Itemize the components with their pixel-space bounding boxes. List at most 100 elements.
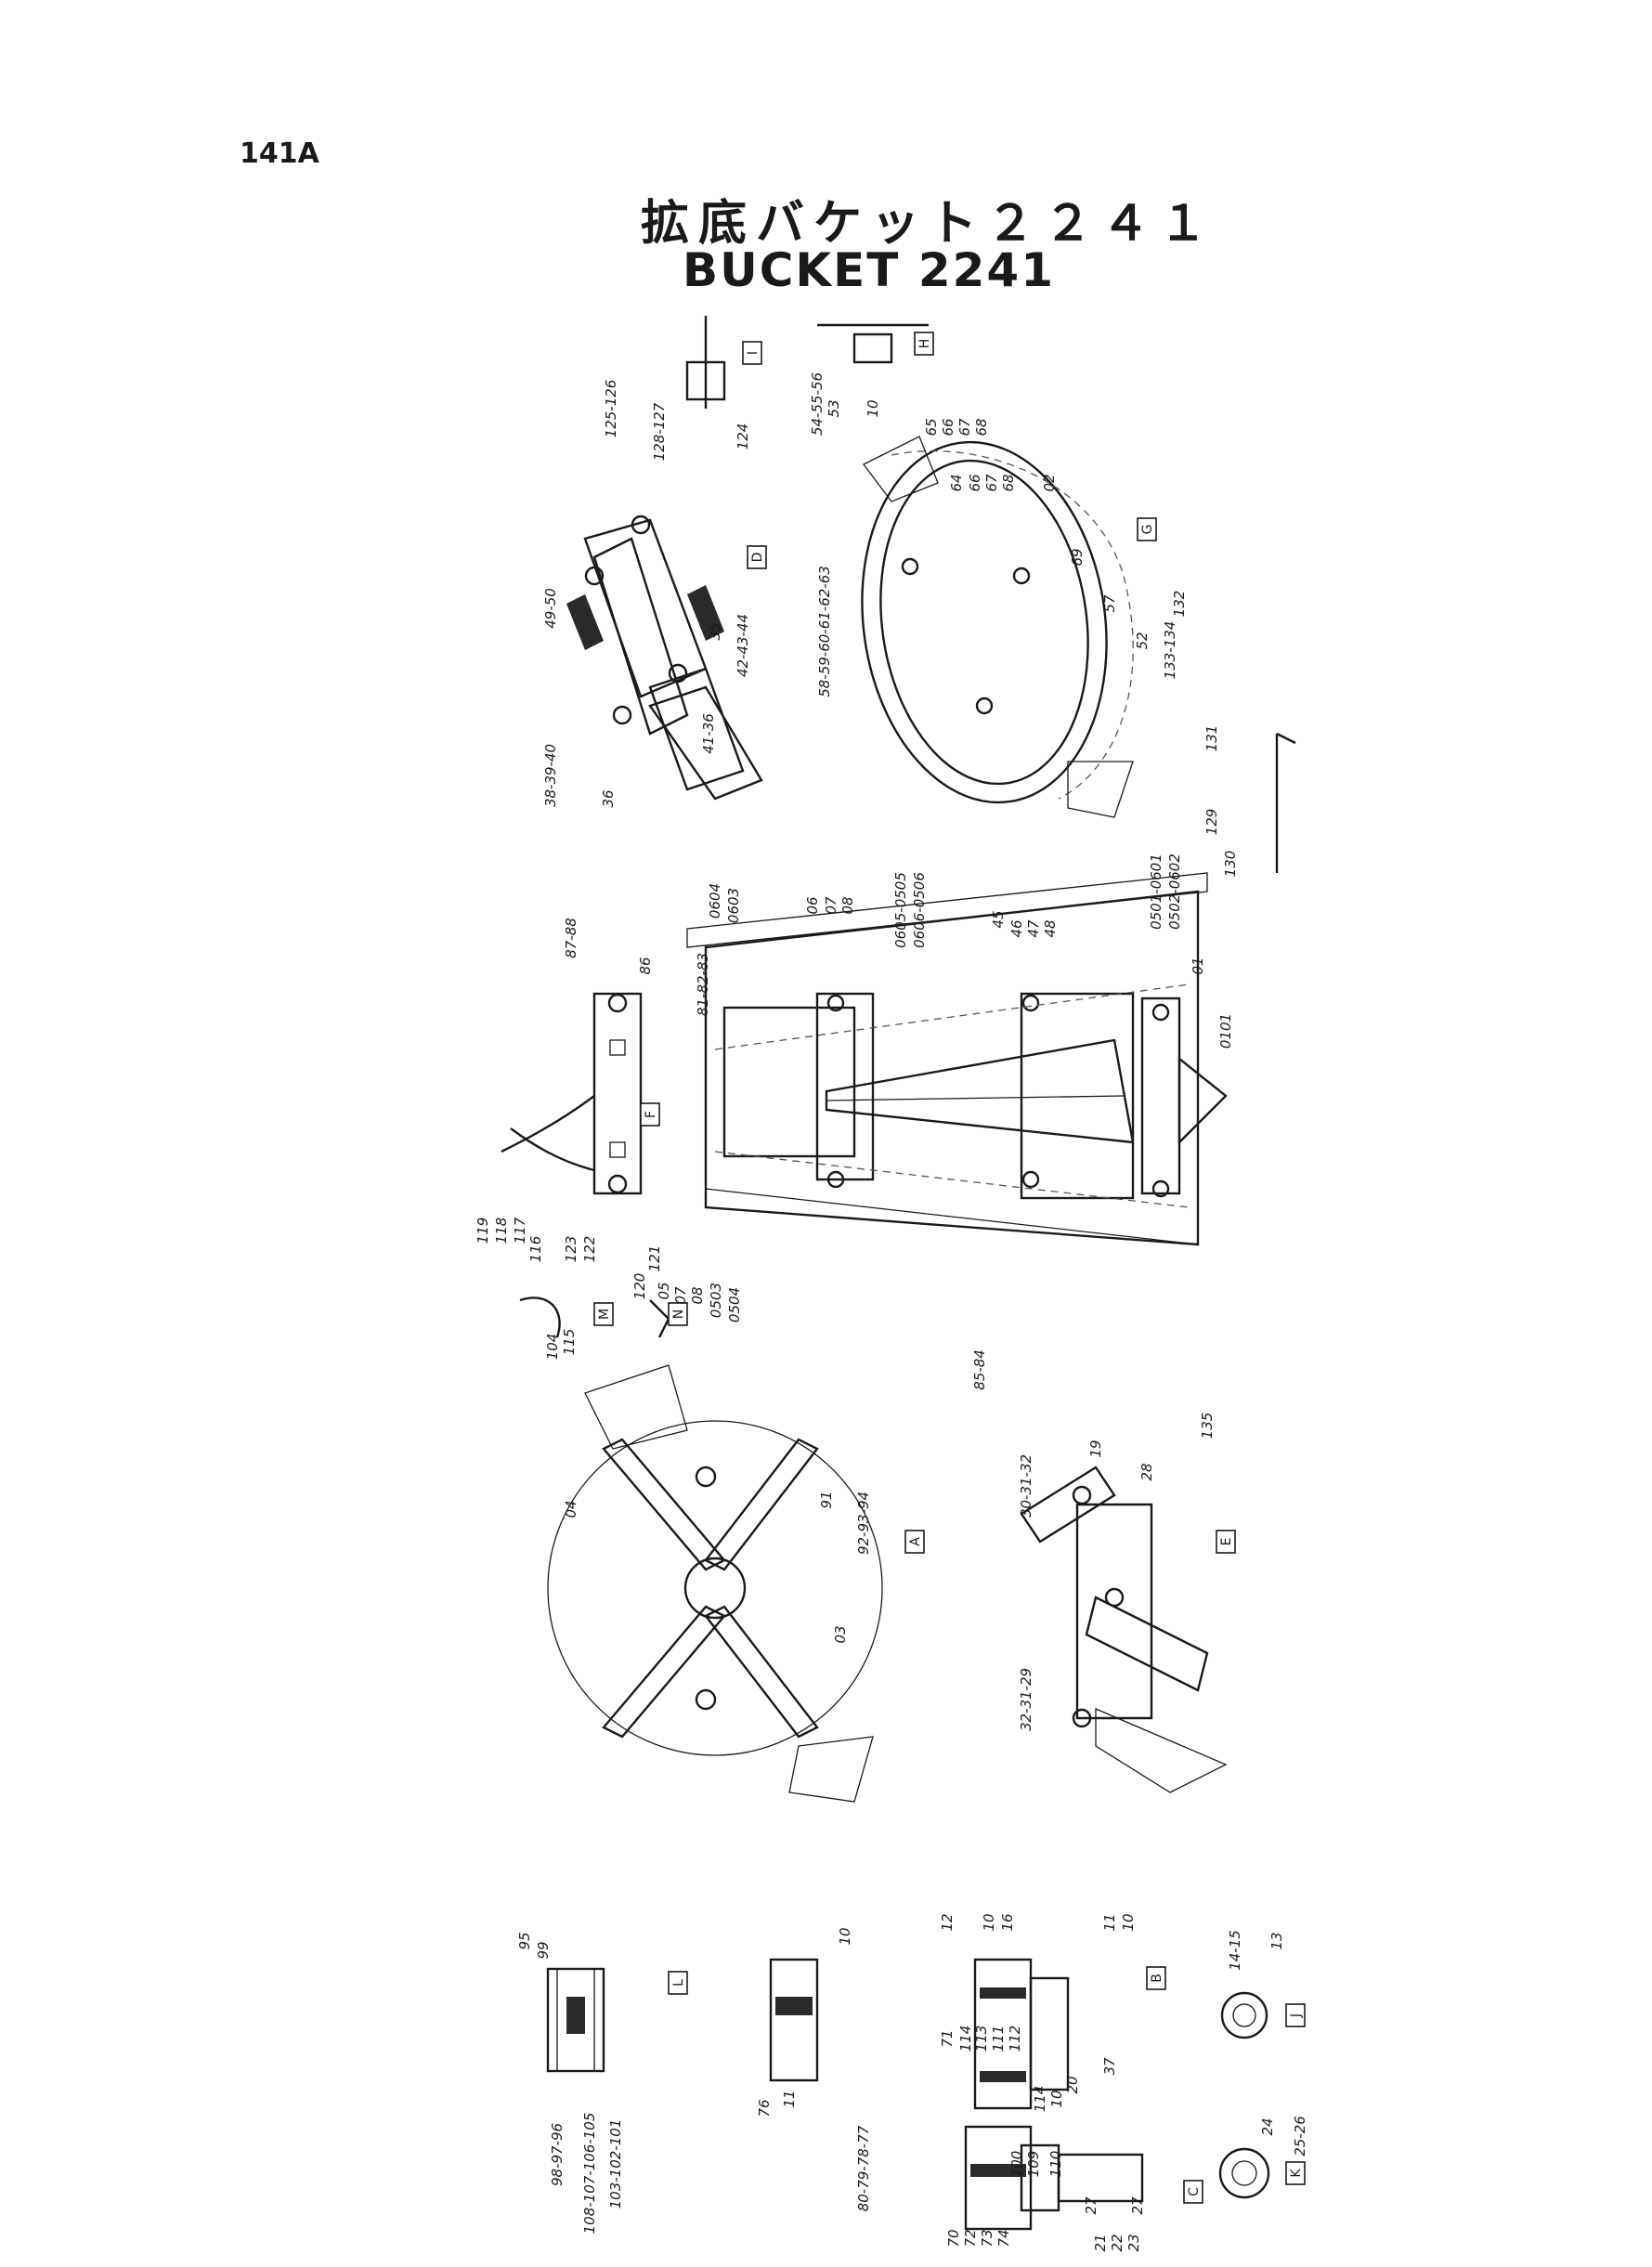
part-label: 115 — [561, 1329, 578, 1356]
part-label: 112 — [1007, 2026, 1023, 2052]
part-label: 30-31-32 — [1018, 1454, 1034, 1518]
part-label: 86 — [637, 957, 654, 974]
view-h-drawing — [817, 323, 929, 364]
svg-text:H: H — [917, 339, 932, 349]
part-label: 36 — [600, 789, 617, 807]
part-label: 99 — [535, 1941, 552, 1959]
view-box-i: I — [742, 341, 762, 365]
view-box-a: A — [904, 1530, 925, 1554]
part-label: 48 — [1042, 919, 1059, 937]
part-label: 92-93-94 — [855, 1492, 872, 1555]
part-label: 38-39-40 — [542, 744, 559, 807]
part-label: 69 — [1069, 548, 1086, 566]
part-label: 11 — [1101, 1913, 1118, 1931]
part-label: 04 — [563, 1500, 579, 1518]
part-label: 46 — [1008, 919, 1025, 937]
svg-text:J: J — [1289, 2013, 1304, 2018]
bucket-body-drawing — [686, 872, 1228, 1246]
part-label: 121 — [646, 1245, 663, 1272]
part-label: 0101 — [1217, 1013, 1234, 1049]
svg-text:G: G — [1140, 525, 1155, 535]
part-label: 0606-0506 — [911, 872, 928, 948]
part-label: 25-26 — [1292, 2116, 1308, 2156]
part-label: 01 — [1190, 957, 1206, 974]
part-label: 20 — [1064, 2076, 1081, 2093]
part-label: 72 — [962, 2229, 979, 2247]
page-number: 141A — [240, 137, 319, 170]
view-a-cross-drawing — [547, 1364, 883, 1803]
part-label: 53 — [826, 399, 842, 417]
part-label: 128-127 — [651, 402, 668, 461]
part-label: 100 — [1008, 2151, 1025, 2178]
part-label: 37 — [1101, 2057, 1118, 2076]
title-japanese: 拡底バケット２２４１ — [641, 196, 1217, 252]
part-label: 110 — [1047, 2151, 1064, 2178]
part-label: 08 — [839, 896, 856, 914]
part-label: 13 — [1268, 1932, 1285, 1949]
view-box-n: N — [668, 1302, 688, 1326]
part-label: 108-107-106-105 — [581, 2113, 598, 2234]
part-label: 66 — [967, 474, 983, 491]
view-box-c: C — [1183, 2180, 1203, 2204]
view-box-e: E — [1216, 1530, 1236, 1554]
part-label: 27 — [1083, 2196, 1099, 2215]
part-label: 87-88 — [563, 918, 579, 958]
svg-text:K: K — [1289, 2169, 1304, 2178]
part-label: 125-126 — [603, 380, 619, 438]
part-label: 74 — [995, 2229, 1012, 2247]
part-label: 23 — [1125, 2234, 1142, 2251]
part-label: 27 — [1129, 2196, 1146, 2215]
part-label: 124 — [735, 423, 751, 450]
svg-text:B: B — [1150, 1974, 1164, 1983]
view-box-f: F — [640, 1102, 660, 1127]
part-label: 14-15 — [1227, 1930, 1243, 1971]
part-label: 0603 — [725, 888, 742, 923]
part-label: 64 — [948, 474, 965, 491]
part-label: 114 — [957, 2026, 974, 2052]
part-label: 132 — [1171, 591, 1188, 618]
part-label: 129 — [1203, 809, 1220, 836]
part-label: 10 — [837, 1927, 853, 1945]
view-box-j: J — [1285, 2003, 1306, 2027]
svg-text:C: C — [1187, 2187, 1202, 2196]
part-label: 130 — [1222, 851, 1239, 878]
part-label: 58-59-60-61-62-63 — [816, 566, 833, 697]
part-label: 32-31-29 — [1018, 1668, 1034, 1731]
part-label: 05 — [656, 1282, 672, 1299]
part-label: 16 — [999, 1913, 1016, 1931]
part-label: 28 — [1138, 1463, 1155, 1480]
view-k-drawing — [1218, 2147, 1270, 2199]
part-label: 22 — [1109, 2234, 1125, 2251]
part-label: 21 — [1092, 2234, 1109, 2251]
svg-text:E: E — [1219, 1538, 1234, 1546]
part-label: 67 — [983, 474, 1000, 492]
part-label: 123 — [563, 1236, 579, 1263]
view-g-ring-drawing — [861, 436, 1134, 818]
part-label: 10 — [1120, 1913, 1137, 1931]
part-label: 135 — [1199, 1413, 1216, 1440]
view-i-drawing — [685, 316, 726, 409]
part-label: 73 — [979, 2229, 995, 2247]
svg-text:A: A — [908, 1537, 923, 1546]
part-label: 98-97-96 — [549, 2123, 566, 2186]
view-box-d: D — [747, 545, 767, 569]
part-label: 103-102-101 — [607, 2119, 624, 2209]
svg-text:D: D — [750, 553, 765, 563]
part-label: 133-134 — [1162, 621, 1178, 680]
view-box-l: L — [668, 1971, 688, 1995]
part-label: 91 — [818, 1491, 835, 1508]
part-label: 0502-0602 — [1166, 853, 1183, 930]
part-label: 68 — [973, 418, 990, 436]
pin-129-drawing — [1275, 732, 1296, 873]
part-label: 85-84 — [971, 1349, 988, 1390]
part-label: 54-55-56 — [809, 372, 826, 436]
part-label: 67 — [956, 418, 973, 436]
view-l-drawing — [546, 1967, 605, 2073]
part-label: 57 — [1101, 594, 1118, 613]
pin-detail-drawing — [769, 1958, 819, 2082]
part-label: 35 — [707, 622, 723, 640]
part-label: 122 — [581, 1236, 598, 1263]
